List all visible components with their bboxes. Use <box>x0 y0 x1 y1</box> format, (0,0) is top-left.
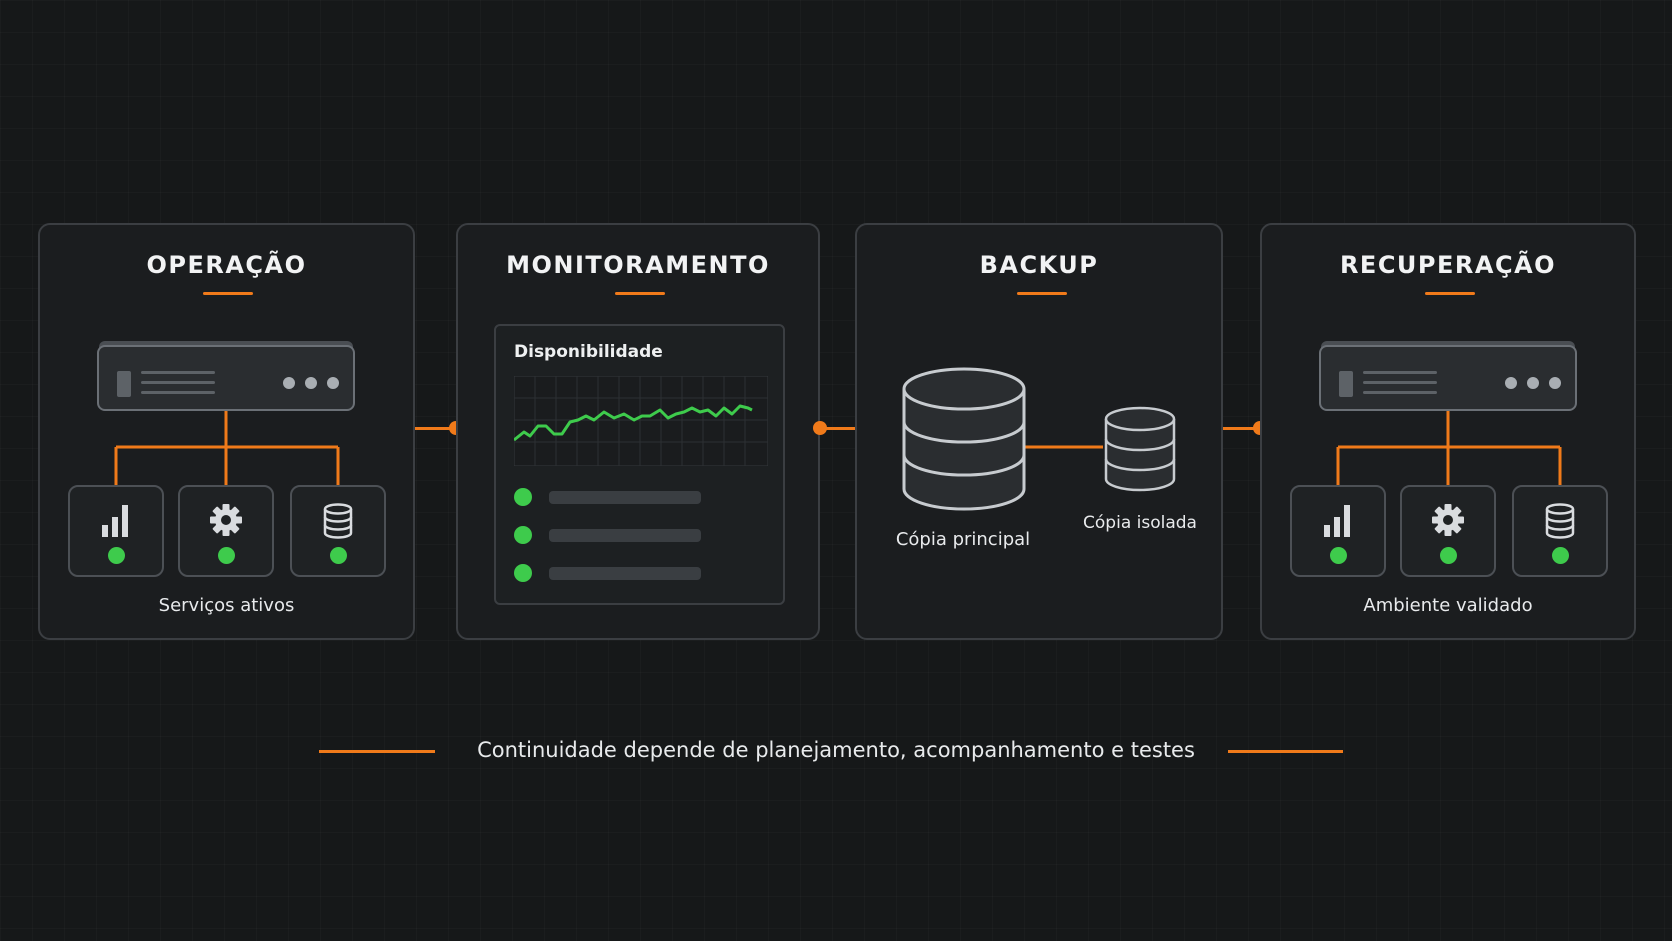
service-card-database <box>1512 485 1608 577</box>
availability-card-title: Disponibilidade <box>514 342 663 362</box>
status-dot-active <box>1552 547 1569 564</box>
title-underline <box>1425 292 1475 295</box>
panel-title: OPERAÇÃO <box>146 251 307 279</box>
service-tree-connector <box>1336 411 1562 485</box>
bar-chart-icon <box>1324 505 1350 537</box>
panel-caption: Ambiente validado <box>1363 595 1533 616</box>
panel-title: BACKUP <box>979 251 1099 279</box>
status-dot-active <box>108 547 125 564</box>
title-underline <box>615 292 665 295</box>
isolated-copy-label: Cópia isolada <box>1083 513 1197 533</box>
availability-card: Disponibilidade <box>494 324 785 605</box>
bar-chart-icon <box>102 505 128 537</box>
footer-tagline: Continuidade depende de planejamento, ac… <box>477 738 1195 762</box>
service-card-database <box>290 485 386 577</box>
service-card-metrics <box>68 485 164 577</box>
service-card-metrics <box>1290 485 1386 577</box>
title-underline <box>203 292 253 295</box>
flow-connector <box>820 427 856 430</box>
status-dot-active <box>514 488 532 506</box>
status-dot-active <box>330 547 347 564</box>
panel-title: MONITORAMENTO <box>506 251 770 279</box>
panel-operacao: OPERAÇÃO <box>38 223 415 640</box>
server-icon <box>1319 345 1577 411</box>
status-dot-active <box>218 547 235 564</box>
flow-connector <box>415 427 457 430</box>
status-dot-active <box>1440 547 1457 564</box>
service-card-config <box>1400 485 1496 577</box>
status-dot-active <box>1330 547 1347 564</box>
panel-backup: BACKUP Cópia principal Cópia isolada <box>855 223 1223 640</box>
database-icon <box>1545 503 1575 539</box>
database-icon <box>323 503 353 539</box>
footer-line-right <box>1228 750 1343 753</box>
primary-database-icon <box>902 367 1026 511</box>
gear-icon <box>210 504 242 536</box>
status-dot-active <box>514 526 532 544</box>
isolated-database-icon <box>1104 406 1176 492</box>
panel-monitoramento: MONITORAMENTO Disponibilidade <box>456 223 820 640</box>
title-underline <box>1017 292 1067 295</box>
footer-line-left <box>319 750 435 753</box>
service-tree-connector <box>114 411 340 485</box>
panel-caption: Serviços ativos <box>158 595 295 616</box>
service-card-config <box>178 485 274 577</box>
panel-title: RECUPERAÇÃO <box>1339 251 1557 279</box>
server-icon <box>97 345 355 411</box>
primary-copy-label: Cópia principal <box>895 529 1031 550</box>
availability-sparkline <box>514 376 768 466</box>
backup-link-connector <box>1024 445 1103 449</box>
gear-icon <box>1432 504 1464 536</box>
flow-connector-node <box>813 421 827 435</box>
flow-connector <box>1223 427 1261 430</box>
panel-recuperacao: RECUPERAÇÃO <box>1260 223 1636 640</box>
status-dot-active <box>514 564 532 582</box>
